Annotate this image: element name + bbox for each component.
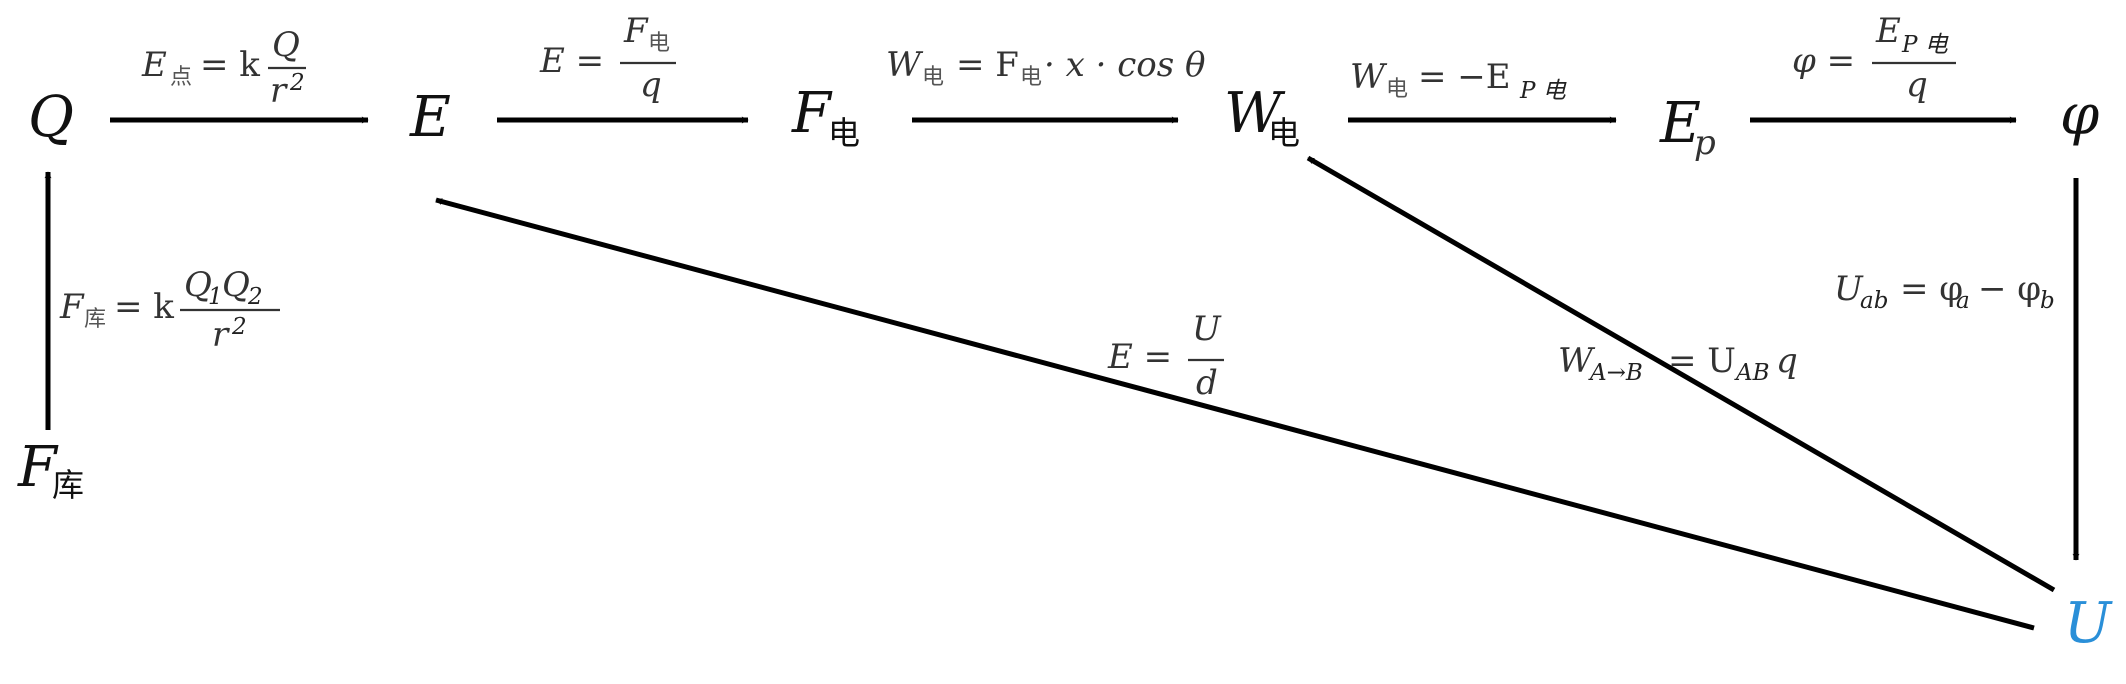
label-u-to-e-den: d bbox=[1196, 363, 1218, 403]
arrow-u-to-e bbox=[435, 197, 2035, 631]
label-e-to-f-dian: E = F 电 q bbox=[539, 11, 676, 105]
label-f-ku-to-q: F 库 = k Q 1 Q 2 r 2 bbox=[59, 265, 280, 355]
node-ep: E p bbox=[1659, 91, 1716, 163]
label-f-ku-to-q-num2-sub: 2 bbox=[247, 284, 263, 310]
label-e-to-f-dian-num-sub: 电 bbox=[648, 31, 670, 56]
label-u-to-w-dian: W A→B = U AB q bbox=[1558, 341, 1798, 386]
label-e-to-f-dian-den: q bbox=[640, 65, 662, 105]
node-q: Q bbox=[28, 85, 74, 150]
node-f-ku-letter: F bbox=[17, 435, 59, 500]
label-f-ku-to-q-den-sup: 2 bbox=[231, 314, 247, 340]
label-e-to-f-dian-lhs: E = bbox=[539, 41, 604, 81]
node-f-dian-sub: 电 bbox=[828, 114, 860, 152]
label-u-to-e-num: U bbox=[1192, 309, 1222, 349]
label-u-to-w-dian-b-sub: AB bbox=[1734, 360, 1770, 386]
label-f-dian-to-w-dian-a-sub: 电 bbox=[922, 65, 944, 90]
label-ep-to-phi-num: E bbox=[1875, 11, 1901, 51]
label-f-dian-to-w-dian-a: W bbox=[886, 45, 924, 85]
label-ep-to-phi-den: q bbox=[1906, 65, 1928, 105]
node-w-dian-letter: W bbox=[1224, 81, 1286, 146]
label-f-dian-to-w-dian-c: · x · cos θ bbox=[1044, 45, 1205, 85]
label-f-ku-to-q-lhs-sub: 库 bbox=[84, 307, 106, 332]
node-f-ku-sub: 库 bbox=[52, 466, 84, 504]
label-ep-to-phi-num-sub: P 电 bbox=[1901, 32, 1949, 58]
label-f-ku-to-q-num1: Q bbox=[184, 265, 212, 305]
label-f-ku-to-q-lhs: F bbox=[59, 287, 85, 327]
label-phi-to-u-c: − φ bbox=[1978, 269, 2041, 309]
label-e-to-f-dian-num: F bbox=[623, 11, 649, 51]
label-phi-to-u-a-sub: ab bbox=[1860, 288, 1888, 314]
node-w-dian-sub: 电 bbox=[1268, 114, 1300, 152]
label-phi-to-u-b: = φ bbox=[1900, 269, 1963, 309]
node-ep-sub: p bbox=[1694, 123, 1716, 163]
label-w-dian-to-ep-b: = −E bbox=[1418, 57, 1511, 97]
node-f-dian: F 电 bbox=[791, 81, 860, 152]
node-w-dian: W 电 bbox=[1224, 81, 1300, 152]
label-q-to-e-den-sup: 2 bbox=[289, 70, 305, 96]
label-u-to-w-dian-a: W bbox=[1558, 341, 1596, 381]
label-phi-to-u-a: U bbox=[1834, 269, 1864, 309]
label-f-ku-to-q-num1-sub: 1 bbox=[208, 284, 223, 310]
label-u-to-w-dian-c: q bbox=[1776, 341, 1798, 381]
label-phi-to-u-b-sub: a bbox=[1956, 288, 1970, 314]
label-q-to-e-num: Q bbox=[272, 25, 300, 65]
label-u-to-w-dian-a-sub: A→B bbox=[1588, 360, 1643, 386]
label-w-dian-to-ep: W 电 = −E P 电 bbox=[1350, 57, 1567, 104]
label-f-dian-to-w-dian-b: = F bbox=[956, 45, 1019, 85]
label-f-dian-to-w-dian: W 电 = F 电 · x · cos θ bbox=[886, 45, 1205, 90]
label-q-to-e-lhs-sub: 点 bbox=[170, 65, 192, 90]
label-q-to-e: E 点 = k Q r 2 bbox=[141, 25, 306, 111]
label-q-to-e-lhs: E bbox=[141, 45, 167, 85]
node-phi: φ bbox=[2060, 83, 2099, 148]
label-q-to-e-eq: = k bbox=[200, 45, 260, 85]
label-u-to-e-lhs: E = bbox=[1107, 337, 1172, 377]
label-w-dian-to-ep-a: W bbox=[1350, 57, 1388, 97]
label-u-to-e: E = U d bbox=[1107, 309, 1224, 403]
label-f-ku-to-q-eq: = k bbox=[114, 287, 174, 327]
node-u: U bbox=[2064, 591, 2113, 656]
label-ep-to-phi-lhs: φ = bbox=[1792, 41, 1855, 81]
label-phi-to-u: U ab = φ a − φ b bbox=[1834, 269, 2055, 314]
label-f-ku-to-q-num2: Q bbox=[222, 265, 250, 305]
node-f-dian-letter: F bbox=[791, 81, 833, 146]
label-f-ku-to-q-den: r bbox=[212, 315, 230, 355]
label-f-dian-to-w-dian-b-sub: 电 bbox=[1020, 65, 1042, 90]
label-w-dian-to-ep-a-sub: 电 bbox=[1386, 77, 1408, 102]
node-f-ku: F 库 bbox=[17, 435, 84, 504]
label-u-to-w-dian-b: = U bbox=[1668, 341, 1736, 381]
node-ep-letter: E bbox=[1659, 91, 1701, 156]
label-q-to-e-den: r bbox=[270, 71, 288, 111]
label-ep-to-phi: φ = E P 电 q bbox=[1792, 11, 1956, 105]
arrow-u-to-w-dian bbox=[1306, 155, 2056, 593]
label-phi-to-u-c-sub: b bbox=[2040, 288, 2055, 314]
label-w-dian-to-ep-b-sub: P 电 bbox=[1519, 78, 1567, 104]
node-e: E bbox=[409, 85, 451, 150]
